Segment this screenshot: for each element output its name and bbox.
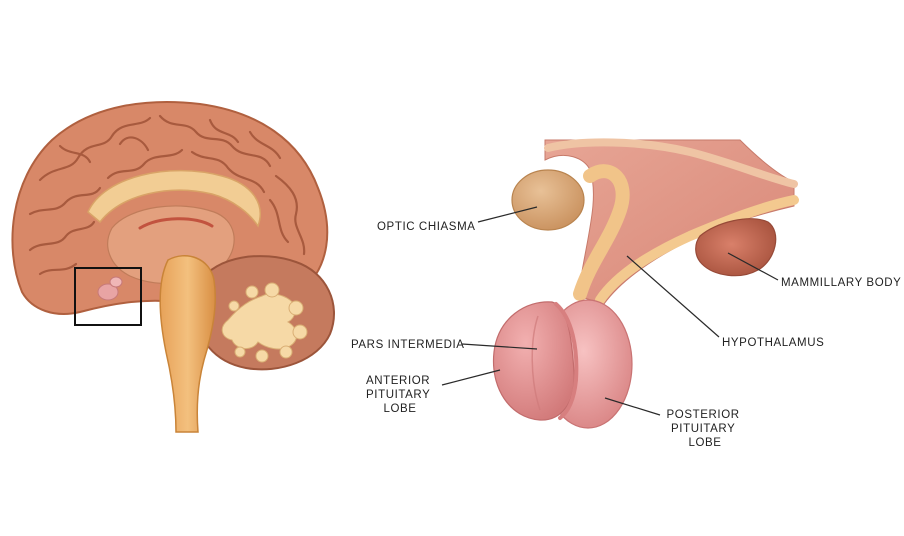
- zoom-region-box: [74, 267, 142, 326]
- pituitary-small: [97, 283, 119, 301]
- pituitary-magnified-illustration: [492, 138, 799, 429]
- floor-band: [595, 195, 799, 305]
- cortex-gyri: [28, 114, 306, 276]
- label-pars-intermedia: PARS INTERMEDIA: [351, 339, 465, 351]
- infundibulum-stalk: [573, 164, 630, 301]
- mammillary-body: [695, 218, 777, 277]
- pars-intermedia: [554, 302, 579, 420]
- leader-lines: [441, 206, 779, 416]
- label-mammillary-body: MAMMILLARY BODY: [781, 277, 901, 289]
- label-hypothalamus: HYPOTHALAMUS: [722, 337, 824, 349]
- label-anterior-lobe: ANTERIOR PITUITARY LOBE: [366, 375, 434, 415]
- arbor-vitae: [221, 282, 308, 363]
- leader-posterior-lobe: [604, 397, 661, 416]
- leader-hypothalamus: [626, 255, 720, 338]
- leader-anterior-lobe: [441, 369, 501, 386]
- label-optic-chiasma: OPTIC CHIASMA: [377, 221, 476, 233]
- optic-chiasma: [511, 169, 585, 231]
- leader-pars-intermedia: [461, 343, 538, 350]
- leader-optic-chiasma: [477, 206, 538, 223]
- brainstem: [159, 255, 217, 433]
- label-posterior-lobe: POSTERIOR PITUITARY LOBE: [667, 409, 744, 449]
- brain-sagittal-illustration: [11, 100, 335, 433]
- leader-mammillary-body: [727, 252, 779, 281]
- corpus-callosum: [87, 169, 261, 228]
- anterior-pituitary-lobe: [492, 301, 575, 421]
- labels: OPTIC CHIASMA MAMMILLARY BODY HYPOTHALAM…: [351, 221, 901, 449]
